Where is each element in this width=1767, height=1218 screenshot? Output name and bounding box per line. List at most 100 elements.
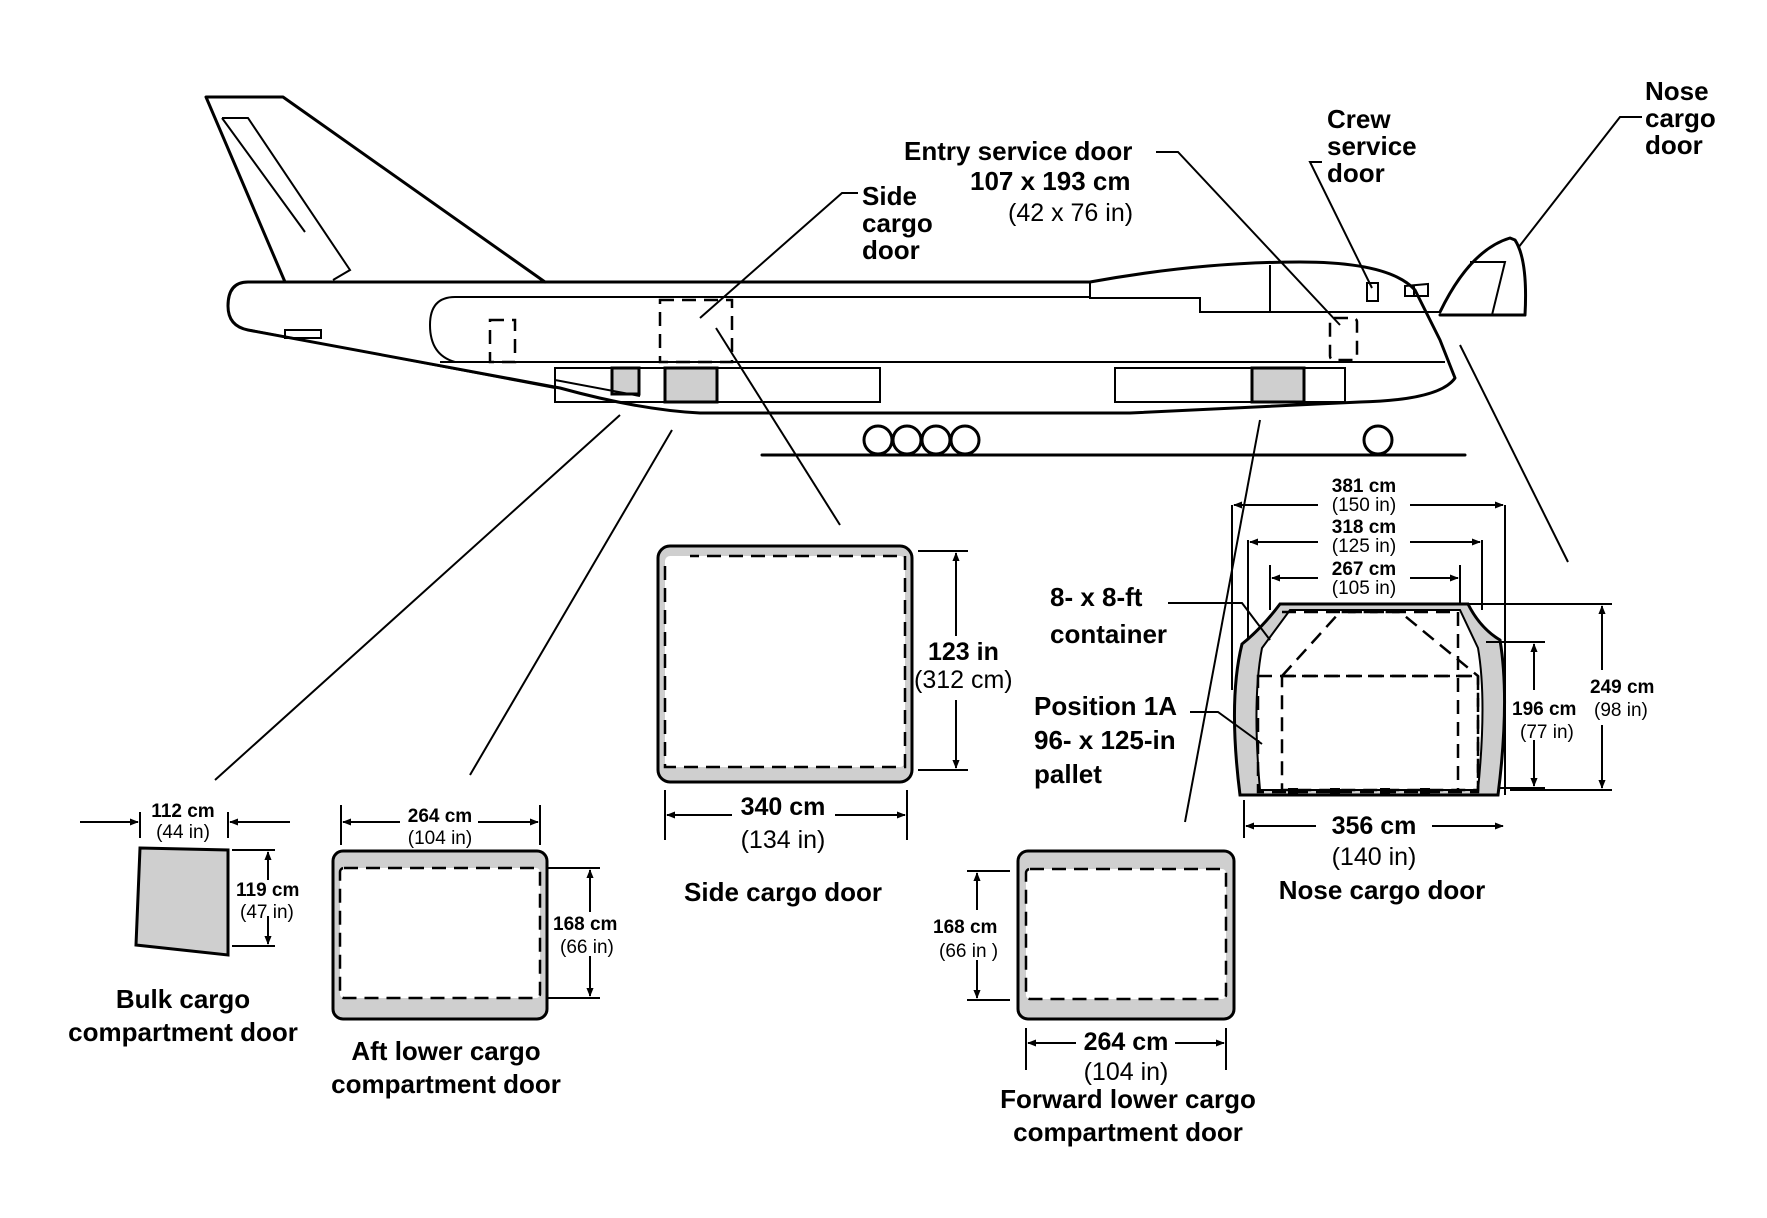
side-cargo-door-label: Side cargo door [699,181,933,319]
label-line: Crew [1327,104,1391,134]
forward-lower-hold [1114,367,1346,403]
leader-line [699,192,858,319]
aft-height-in: (66 in) [560,937,614,958]
entry-service-door-label: Entry service door 107 x 193 cm (42 x 76… [904,136,1341,326]
entry-service-door-outline [1328,316,1359,362]
nose-caption: Nose cargo door [1279,875,1486,905]
leader-lines [214,327,1569,823]
label-line: cargo [862,208,933,238]
main-deck-floor [428,296,1445,363]
side-caption: Side cargo door [684,877,882,907]
main-gear-wheel [949,424,981,456]
bulk-height-in: (47 in) [240,902,294,923]
bulk-caption: compartment door [68,1017,298,1047]
aft-lower-cargo-door-detail: 264 cm (104 in) 168 cm (66 in) Aft lower… [331,805,617,1099]
crew-door-marker [1366,282,1379,302]
rudder-outline [221,117,352,281]
crew-service-door-label: Crew service door [1308,104,1417,289]
bulk-cargo-door-mark [610,366,641,396]
side-door-opening [663,554,907,769]
aft-entry-door-outline [488,318,517,364]
forward-caption: compartment door [1013,1117,1243,1147]
bulk-width-in: (44 in) [156,822,210,843]
nose-width-outer-cm: 381 cm [1332,476,1396,497]
pallet-label: pallet [1034,759,1102,789]
side-height-cm: (312 cm) [914,666,1013,694]
forward-caption: Forward lower cargo [1000,1084,1256,1114]
forward-lower-cargo-door-detail: 168 cm (66 in ) 264 cm (104 in) Forward … [933,849,1256,1147]
container-label: 8- x 8-ft [1050,582,1143,612]
bulk-door-shape [134,846,230,957]
aft-hold-slope [554,368,641,397]
nose-width-mid-in: (125 in) [1332,536,1396,557]
forward-door-opening [1024,867,1228,1001]
nose-width-outer-in: (150 in) [1332,495,1396,516]
label-line: service [1327,131,1417,161]
side-width-in: (134 in) [741,826,826,854]
fuselage-outline [226,260,1457,415]
bulk-caption: Bulk cargo [116,984,250,1014]
aft-keel-line [249,329,556,389]
label-line: door [1327,158,1385,188]
aft-width-in: (104 in) [408,828,472,849]
nose-inner-height-cm: 196 cm [1512,699,1576,720]
pallet-label: Position 1A [1034,691,1177,721]
label-metric: 107 x 193 cm [970,166,1130,196]
nose-cargo-door-label: Nose cargo door [1517,76,1716,249]
pallet-label: 96- x 125-in [1034,725,1176,755]
nose-width-in: (140 in) [1332,843,1417,871]
container-front [1282,610,1460,790]
side-cargo-door-detail: 123 in (312 cm) 340 cm (134 in) Side car… [656,544,1013,907]
apu-exhaust [284,329,322,339]
aft-width-cm: 264 cm [408,806,472,827]
aft-caption: compartment door [331,1069,561,1099]
leader-line [1168,602,1271,641]
nose-width-mid-cm: 318 cm [1332,517,1396,538]
aft-height-cm: 168 cm [553,914,617,935]
main-gear-wheel [891,424,923,456]
nose-outer-height-in: (98 in) [1594,700,1648,721]
nose-door-open [1438,236,1528,317]
floor-rails [1288,788,1430,795]
bulk-width-cm: 112 cm [151,801,214,822]
label-line: door [862,235,920,265]
nose-inner-height-in: (77 in) [1520,722,1574,743]
leader-line [1517,116,1642,249]
nose-door-inner [1470,261,1507,316]
side-height-in: 123 in [928,638,999,666]
pallet-outline [1256,674,1480,794]
label-line: Nose [1645,76,1709,106]
cockpit-window [1404,282,1429,297]
forward-height-in: (66 in ) [939,941,998,962]
aircraft-side-view [204,95,1528,457]
aft-door-opening [338,866,542,1000]
main-gear-wheel [862,424,894,456]
label-line: Side [862,181,917,211]
main-gear-wheel [920,424,952,456]
side-width-cm: 340 cm [741,793,826,821]
bulk-cargo-door-detail: 112 cm (44 in) 119 cm (47 in) Bulk cargo… [68,801,299,1047]
bulk-height-cm: 119 cm [236,880,299,901]
leader-line [1156,151,1341,326]
upper-deck-line [1089,282,1440,313]
leader-line [1308,161,1373,289]
nose-gear-wheel [1362,424,1394,456]
vertical-stabilizer [204,95,547,284]
side-cargo-door-outline [658,298,734,364]
nose-width-inner-cm: 267 cm [1332,559,1396,580]
forward-height-cm: 168 cm [933,917,997,938]
nose-outer-height-cm: 249 cm [1590,677,1654,698]
nose-width-cm: 356 cm [1332,812,1417,840]
leader-line [1190,711,1263,745]
aft-lower-door-mark [663,366,719,404]
container-label: container [1050,619,1167,649]
forward-width-cm: 264 cm [1084,1028,1169,1056]
label-line: door [1645,130,1703,160]
label-title: Entry service door [904,136,1132,166]
aft-caption: Aft lower cargo [351,1036,540,1066]
label-line: cargo [1645,103,1716,133]
forward-width-in: (104 in) [1084,1058,1169,1086]
nose-width-inner-in: (105 in) [1332,578,1396,599]
